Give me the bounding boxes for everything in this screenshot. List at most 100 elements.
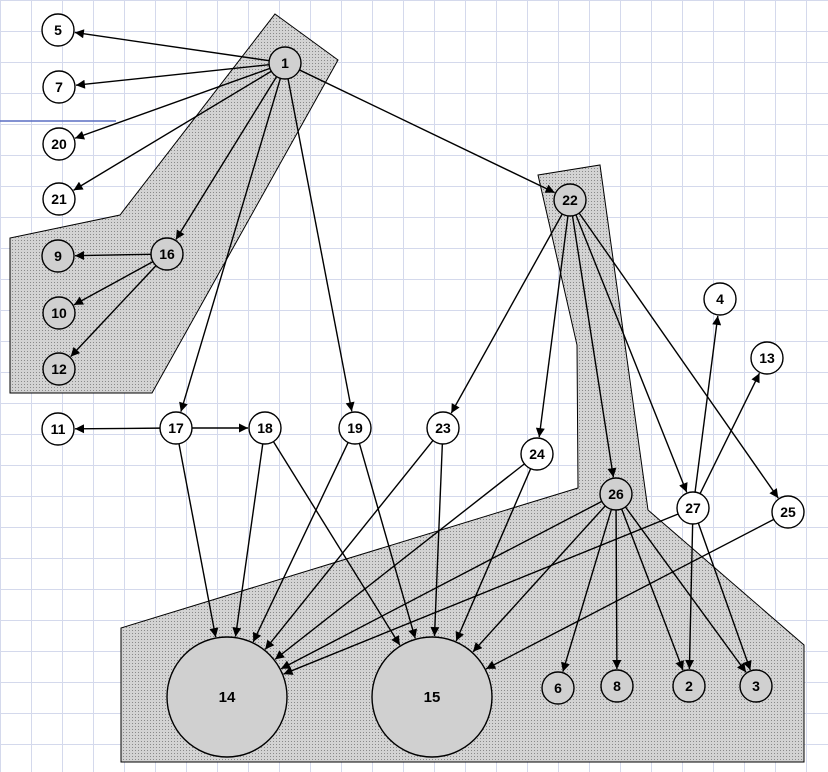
node-label-9: 9 bbox=[54, 248, 62, 264]
edge-24-to-14 bbox=[274, 463, 525, 660]
node-label-10: 10 bbox=[51, 305, 67, 321]
edge-26-to-2 bbox=[621, 508, 684, 671]
node-label-6: 6 bbox=[554, 680, 562, 696]
node-25: 25 bbox=[771, 495, 805, 529]
edge-23-to-14 bbox=[264, 440, 434, 650]
node-label-12: 12 bbox=[51, 361, 67, 377]
node-2: 2 bbox=[672, 669, 706, 703]
node-label-19: 19 bbox=[347, 420, 363, 436]
node-label-4: 4 bbox=[716, 291, 724, 307]
node-circle-19 bbox=[338, 411, 372, 445]
node-22: 22 bbox=[553, 183, 587, 217]
node-label-8: 8 bbox=[613, 678, 621, 694]
node-label-24: 24 bbox=[529, 446, 545, 462]
edge-1-to-21 bbox=[73, 70, 272, 191]
node-circle-5 bbox=[41, 13, 75, 47]
node-circle-12 bbox=[42, 352, 76, 386]
node-6: 6 bbox=[541, 671, 575, 705]
node-label-26: 26 bbox=[608, 486, 624, 502]
node-circle-16 bbox=[150, 237, 184, 271]
edge-25-to-15 bbox=[485, 518, 775, 670]
node-label-21: 21 bbox=[51, 191, 67, 207]
node-10: 10 bbox=[42, 296, 76, 330]
node-12: 12 bbox=[42, 352, 76, 386]
node-circle-17 bbox=[159, 411, 193, 445]
node-circle-20 bbox=[42, 127, 76, 161]
node-label-1: 1 bbox=[281, 55, 289, 71]
node-circle-15 bbox=[371, 636, 493, 758]
node-27: 27 bbox=[676, 491, 710, 525]
edge-26-to-14 bbox=[280, 500, 603, 670]
node-4: 4 bbox=[703, 282, 737, 316]
node-label-22: 22 bbox=[562, 192, 578, 208]
node-14: 14 bbox=[166, 636, 288, 758]
edge-27-to-4 bbox=[694, 315, 722, 493]
edge-27-to-2 bbox=[685, 523, 695, 670]
node-circle-10 bbox=[42, 296, 76, 330]
region-bottom bbox=[120, 164, 805, 763]
edge-26-to-15 bbox=[472, 505, 606, 653]
node-label-27: 27 bbox=[685, 500, 701, 516]
node-1: 1 bbox=[268, 46, 302, 80]
edge-18-to-14 bbox=[232, 443, 264, 637]
edge-19-to-14 bbox=[252, 442, 349, 643]
node-circle-25 bbox=[771, 495, 805, 529]
edge-1-to-7 bbox=[75, 63, 270, 89]
edge-1-to-5 bbox=[74, 29, 270, 62]
edge-22-to-25 bbox=[578, 212, 779, 499]
node-circle-11 bbox=[41, 412, 75, 446]
node-circle-24 bbox=[520, 437, 554, 471]
edges-layer bbox=[70, 29, 779, 675]
edge-24-to-15 bbox=[455, 468, 532, 642]
node-label-25: 25 bbox=[780, 504, 796, 520]
edge-17-to-11 bbox=[74, 424, 161, 434]
node-circle-14 bbox=[166, 636, 288, 758]
edge-1-to-19 bbox=[287, 78, 355, 412]
node-label-3: 3 bbox=[752, 678, 760, 694]
edge-22-to-26 bbox=[571, 215, 617, 478]
node-19: 19 bbox=[338, 411, 372, 445]
edge-26-to-8 bbox=[612, 509, 622, 670]
node-label-23: 23 bbox=[435, 420, 451, 436]
node-23: 23 bbox=[426, 411, 460, 445]
edge-16-to-12 bbox=[70, 265, 157, 358]
edge-23-to-15 bbox=[430, 443, 444, 637]
edge-18-to-15 bbox=[272, 441, 401, 646]
node-label-18: 18 bbox=[257, 420, 273, 436]
node-circle-23 bbox=[426, 411, 460, 445]
edge-22-to-24 bbox=[535, 215, 569, 438]
node-16: 16 bbox=[150, 237, 184, 271]
node-9: 9 bbox=[41, 239, 75, 273]
edge-27-to-13 bbox=[699, 372, 761, 494]
node-3: 3 bbox=[739, 669, 773, 703]
node-label-17: 17 bbox=[168, 420, 184, 436]
edge-1-to-17 bbox=[179, 78, 282, 412]
node-circle-26 bbox=[599, 477, 633, 511]
node-26: 26 bbox=[599, 477, 633, 511]
node-label-7: 7 bbox=[55, 79, 63, 95]
node-8: 8 bbox=[600, 669, 634, 703]
node-circle-13 bbox=[750, 341, 784, 375]
edge-22-to-27 bbox=[575, 214, 688, 493]
node-circle-7 bbox=[42, 70, 76, 104]
node-circle-1 bbox=[268, 46, 302, 80]
node-17: 17 bbox=[159, 411, 193, 445]
node-18: 18 bbox=[248, 411, 282, 445]
node-label-13: 13 bbox=[759, 350, 775, 366]
edge-1-to-20 bbox=[74, 67, 271, 140]
node-label-2: 2 bbox=[685, 678, 693, 694]
edge-27-to-14 bbox=[283, 513, 679, 675]
edge-17-to-14 bbox=[178, 443, 219, 638]
node-circle-2 bbox=[672, 669, 706, 703]
edge-27-to-3 bbox=[697, 522, 752, 671]
node-circle-21 bbox=[42, 182, 76, 216]
edge-1-to-16 bbox=[175, 76, 278, 240]
node-label-15: 15 bbox=[424, 689, 441, 706]
node-label-16: 16 bbox=[159, 246, 175, 262]
node-circle-22 bbox=[553, 183, 587, 217]
node-7: 7 bbox=[42, 70, 76, 104]
node-label-14: 14 bbox=[219, 689, 236, 706]
edge-26-to-6 bbox=[561, 509, 613, 672]
edge-16-to-10 bbox=[73, 261, 154, 306]
